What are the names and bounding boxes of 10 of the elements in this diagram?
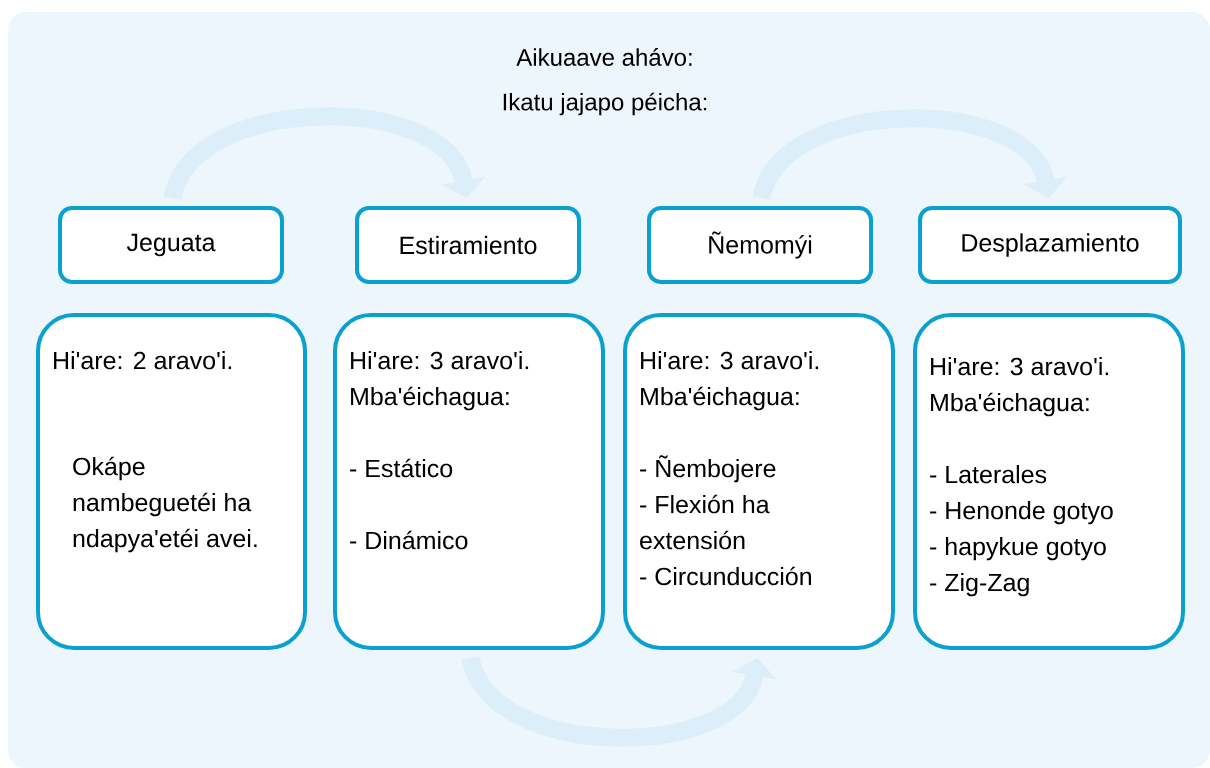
category-box: Estiramiento [355,206,581,284]
text-box: Hi'are: 3 aravo'i. Mba'éichagua: - Ñembojere - Flexión ha extensión - Circunducción [623,313,895,650]
text-box: Hi'are: 3 aravo'i. Mba'éichagua: - Laterales - Henonde gotyo - hapykue gotyo - Zig-Zag [913,313,1185,650]
category-box: Ñemomýi [647,206,873,284]
text-box: Hi'are: 3 aravo'i. Mba'éichagua: - Estático - Dinámico [333,313,605,650]
category-box: Desplazamiento [918,206,1182,284]
text-box: Hi'are: 2 aravo'i. Okápe nambeguetéi ha ndapya'etéi avei. [36,313,307,650]
subtitle: Ikatu jajapo péicha: [503,92,707,116]
title: Aikuaave ahávo: [516,48,692,66]
category-box: Jeguata [58,206,284,284]
